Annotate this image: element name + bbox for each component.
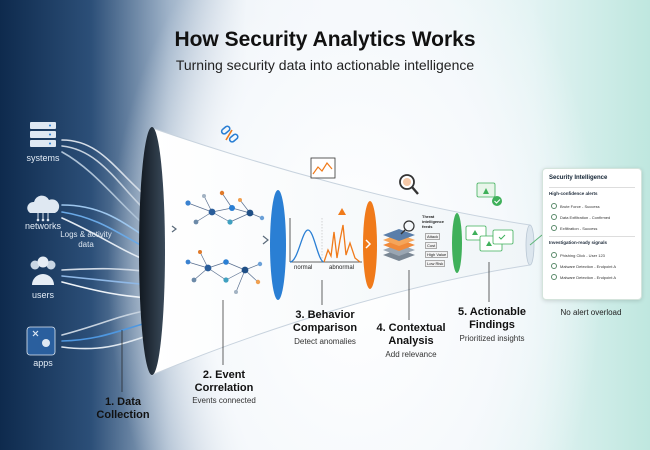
server-rack-icon xyxy=(30,122,56,147)
signals-title: Investigation-ready signals xyxy=(549,240,608,245)
abnormal-curve xyxy=(323,224,361,263)
correlation-chevrons xyxy=(171,225,269,245)
warning-icon-small xyxy=(338,208,346,215)
behavior-chart xyxy=(289,208,362,263)
signal-row: Phishing Click - User 123 xyxy=(551,252,605,258)
alert-row: Exfiltration - Success xyxy=(551,225,597,231)
page-subtitle: Turning security data into actionable in… xyxy=(175,57,475,73)
step-5-title: 5. Actionable Findings xyxy=(457,306,527,331)
ring-event-correlation xyxy=(270,190,286,300)
intel-feeds-label: Threat intelligence feeds xyxy=(422,214,445,229)
alert-check-icon xyxy=(551,225,557,231)
apps-grid-icon xyxy=(26,326,56,356)
step-5-subtitle: Prioritized insights xyxy=(459,334,525,343)
panel-title: Security Intelligence xyxy=(549,175,608,181)
alert-row-text: Exfiltration - Success xyxy=(560,225,598,231)
source-label-networks: networks xyxy=(24,221,61,231)
normal-curve xyxy=(289,229,325,263)
funnel-mouth xyxy=(139,127,165,375)
alert-row: Data Exfiltration - Confirmed xyxy=(551,214,610,220)
context-chevron xyxy=(365,239,372,249)
correlation-nodes-bottom xyxy=(185,250,263,294)
severity-tag: Attack xyxy=(425,233,441,240)
signal-row: Malware Detection - Endpoint A xyxy=(551,274,616,280)
step-leader-lines xyxy=(121,234,543,392)
correlation-nodes-top xyxy=(185,190,265,225)
step-1-title: 1. Data Collection xyxy=(96,396,150,421)
step-4-subtitle: Add relevance xyxy=(385,350,437,359)
alert-row-text: Data Exfiltration - Confirmed xyxy=(560,214,611,220)
signal-row-text: Malware Detection - Endpoint A xyxy=(560,263,617,269)
alert-row: Brute Force - Success xyxy=(551,203,600,209)
flow-label: Logs & activity data xyxy=(60,230,112,249)
step-4-title: 4. Contextual Analysis xyxy=(376,322,446,347)
signal-dot-icon xyxy=(551,263,557,269)
ring-contextual-analysis xyxy=(452,213,462,273)
footer-note: No alert overload xyxy=(560,308,622,317)
users-icon xyxy=(30,256,56,285)
source-label-apps: apps xyxy=(33,358,53,368)
source-label-systems: systems xyxy=(26,153,60,163)
link-chain-icon xyxy=(220,125,239,143)
trend-chart-icon xyxy=(310,157,336,179)
severity-tag: Low Risk xyxy=(425,260,446,267)
severity-tag: High Value xyxy=(425,251,449,258)
panel-divider xyxy=(549,187,635,188)
source-label-users: users xyxy=(31,290,54,300)
signal-row-text: Malware Detection - Endpoint A xyxy=(560,274,617,280)
alert-check-icon xyxy=(551,203,557,209)
page-title: How Security Analytics Works xyxy=(174,28,476,51)
alert-row-text: Brute Force - Success xyxy=(560,203,600,209)
step-3-title: 3. Behavior Comparison xyxy=(292,309,358,334)
magnifier-icon xyxy=(399,174,419,195)
signal-row: Malware Detection - Endpoint A xyxy=(551,263,616,269)
abnormal-label: abnormal xyxy=(329,265,355,271)
normal-label: normal xyxy=(294,265,313,271)
severity-tag: Cost xyxy=(425,242,438,249)
security-intelligence-panel: Security Intelligence High-confidence al… xyxy=(542,168,642,300)
panel-divider xyxy=(549,236,635,237)
signal-dot-icon xyxy=(551,274,557,280)
step-2-subtitle: Events connected xyxy=(192,396,256,405)
finding-cards xyxy=(465,225,514,252)
alert-check-icon xyxy=(551,214,557,220)
magnifier-small-icon xyxy=(403,220,415,232)
signal-dot-icon xyxy=(551,252,557,258)
step-2-title: 2. Event Correlation xyxy=(194,369,254,394)
cloud-network-icon xyxy=(27,195,60,222)
high-confidence-title: High-confidence alerts xyxy=(549,191,598,196)
context-layers xyxy=(383,220,415,261)
step-3-subtitle: Detect anomalies xyxy=(294,337,356,346)
alert-card-icon xyxy=(476,182,502,206)
signal-row-text: Phishing Click - User 123 xyxy=(560,252,605,258)
